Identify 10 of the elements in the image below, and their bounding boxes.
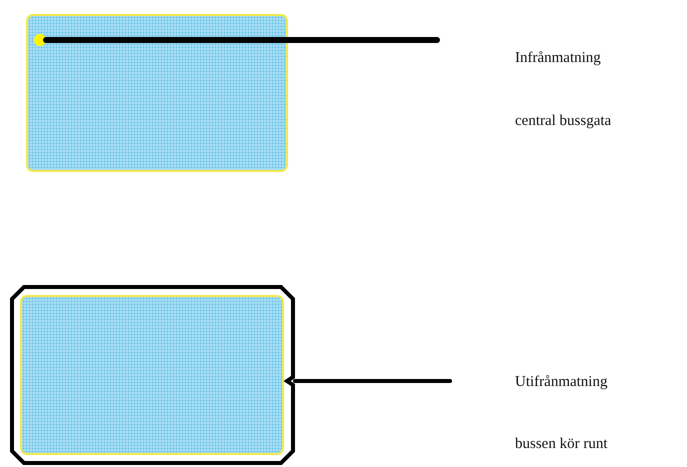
line-connector <box>43 37 440 43</box>
label-text: bussen kör runt <box>515 436 608 453</box>
chamfered-outline <box>10 285 295 465</box>
label-text: Infrånmatning <box>515 50 601 67</box>
shaded-rectangle <box>26 14 288 172</box>
dot-marker <box>34 34 46 46</box>
label-text: central bussgata <box>515 113 612 130</box>
shaded-rectangle <box>20 295 284 455</box>
line-connector <box>293 379 452 383</box>
label-text: Utifrånmatning <box>515 374 608 391</box>
